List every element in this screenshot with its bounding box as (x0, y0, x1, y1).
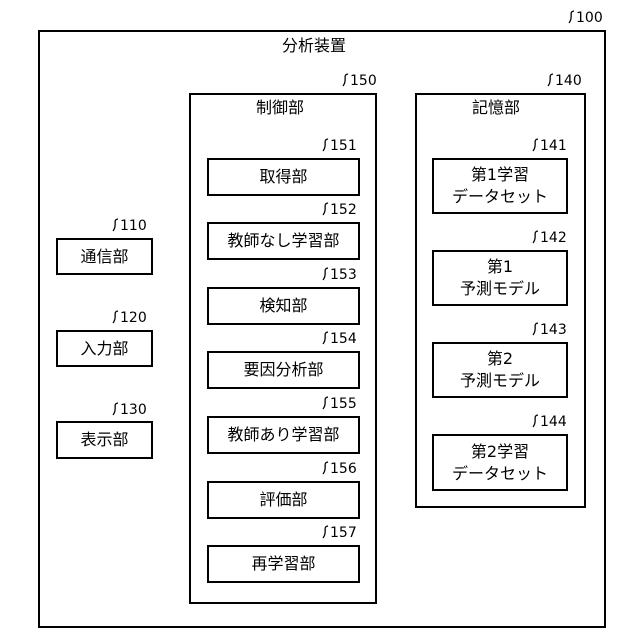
control-unit-ref: 150 (340, 73, 377, 89)
communication-unit-ref: 110 (110, 218, 147, 234)
evaluation-unit-ref: 156 (320, 461, 357, 477)
unsupervised-learning-unit-ref: 152 (320, 202, 357, 218)
first-training-dataset-ref: 141 (530, 138, 567, 154)
factor-analysis-unit-ref: 154 (320, 331, 357, 347)
evaluation-unit: 評価部 (207, 481, 360, 519)
relearning-unit-ref: 157 (320, 525, 357, 541)
second-training-dataset-ref: 144 (530, 414, 567, 430)
detection-unit: 検知部 (207, 287, 360, 325)
control-unit-title: 制御部 (256, 98, 304, 118)
input-unit-ref: 120 (110, 310, 147, 326)
supervised-learning-unit-ref: 155 (320, 396, 357, 412)
unsupervised-learning-unit: 教師なし学習部 (207, 222, 360, 260)
second-training-dataset: 第2学習データセット (432, 434, 568, 491)
input-unit: 入力部 (56, 330, 153, 367)
storage-unit-title: 記憶部 (472, 98, 520, 118)
second-prediction-model: 第2予測モデル (432, 342, 568, 398)
storage-unit-ref: 140 (545, 73, 582, 89)
supervised-learning-unit: 教師あり学習部 (207, 416, 360, 454)
second-prediction-model-ref: 143 (530, 322, 567, 338)
acquisition-unit: 取得部 (207, 158, 360, 196)
display-unit-ref: 130 (110, 402, 147, 418)
relearning-unit: 再学習部 (207, 545, 360, 583)
display-unit: 表示部 (56, 421, 153, 459)
first-training-dataset: 第1学習データセット (432, 158, 568, 214)
acquisition-unit-ref: 151 (320, 138, 357, 154)
detection-unit-ref: 153 (320, 267, 357, 283)
factor-analysis-unit: 要因分析部 (207, 351, 360, 389)
device-ref: 100 (566, 10, 603, 26)
first-prediction-model: 第1予測モデル (432, 250, 568, 306)
first-prediction-model-ref: 142 (530, 230, 567, 246)
device-title: 分析装置 (282, 36, 346, 56)
communication-unit: 通信部 (56, 238, 153, 275)
